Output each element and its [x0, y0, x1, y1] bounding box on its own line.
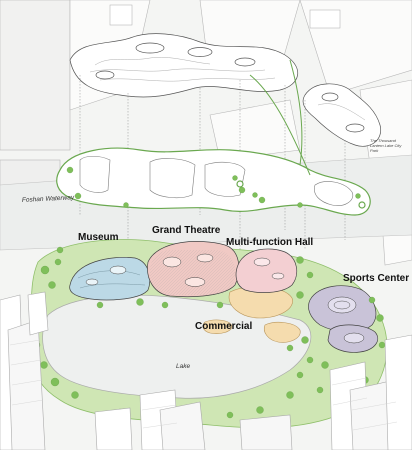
label-foshan-waterway: Foshan Waterway [22, 194, 75, 204]
multi-function-hall-building [235, 248, 298, 293]
floating-roof-upper [69, 33, 298, 98]
floating-roof-right [302, 83, 382, 147]
commercial-plaza [202, 286, 301, 343]
label-park-line1: The Thousand [370, 138, 397, 143]
label-commercial: Commercial [195, 321, 252, 332]
label-park-line2: Lantern Lake City [370, 143, 402, 148]
foreground-buildings [0, 291, 412, 450]
roof-level-middle [56, 59, 371, 216]
label-park-line3: Park [370, 148, 379, 153]
label-grand-theatre: Grand Theatre [152, 225, 221, 236]
foreground-window-lines [9, 339, 398, 431]
label-museum: Museum [78, 232, 119, 243]
label-lake: Lake [176, 363, 190, 370]
grand-theatre-building [147, 241, 240, 298]
roof-level-trees [66, 166, 361, 208]
label-multi-function-hall: Multi-function Hall [226, 237, 313, 248]
lake [42, 294, 312, 399]
sports-center-building [308, 285, 379, 353]
museum-building [69, 257, 151, 301]
label-sports-center: Sports Center [343, 273, 409, 284]
labels: Foshan Waterway Museum Grand Theatre Mul… [22, 138, 409, 370]
